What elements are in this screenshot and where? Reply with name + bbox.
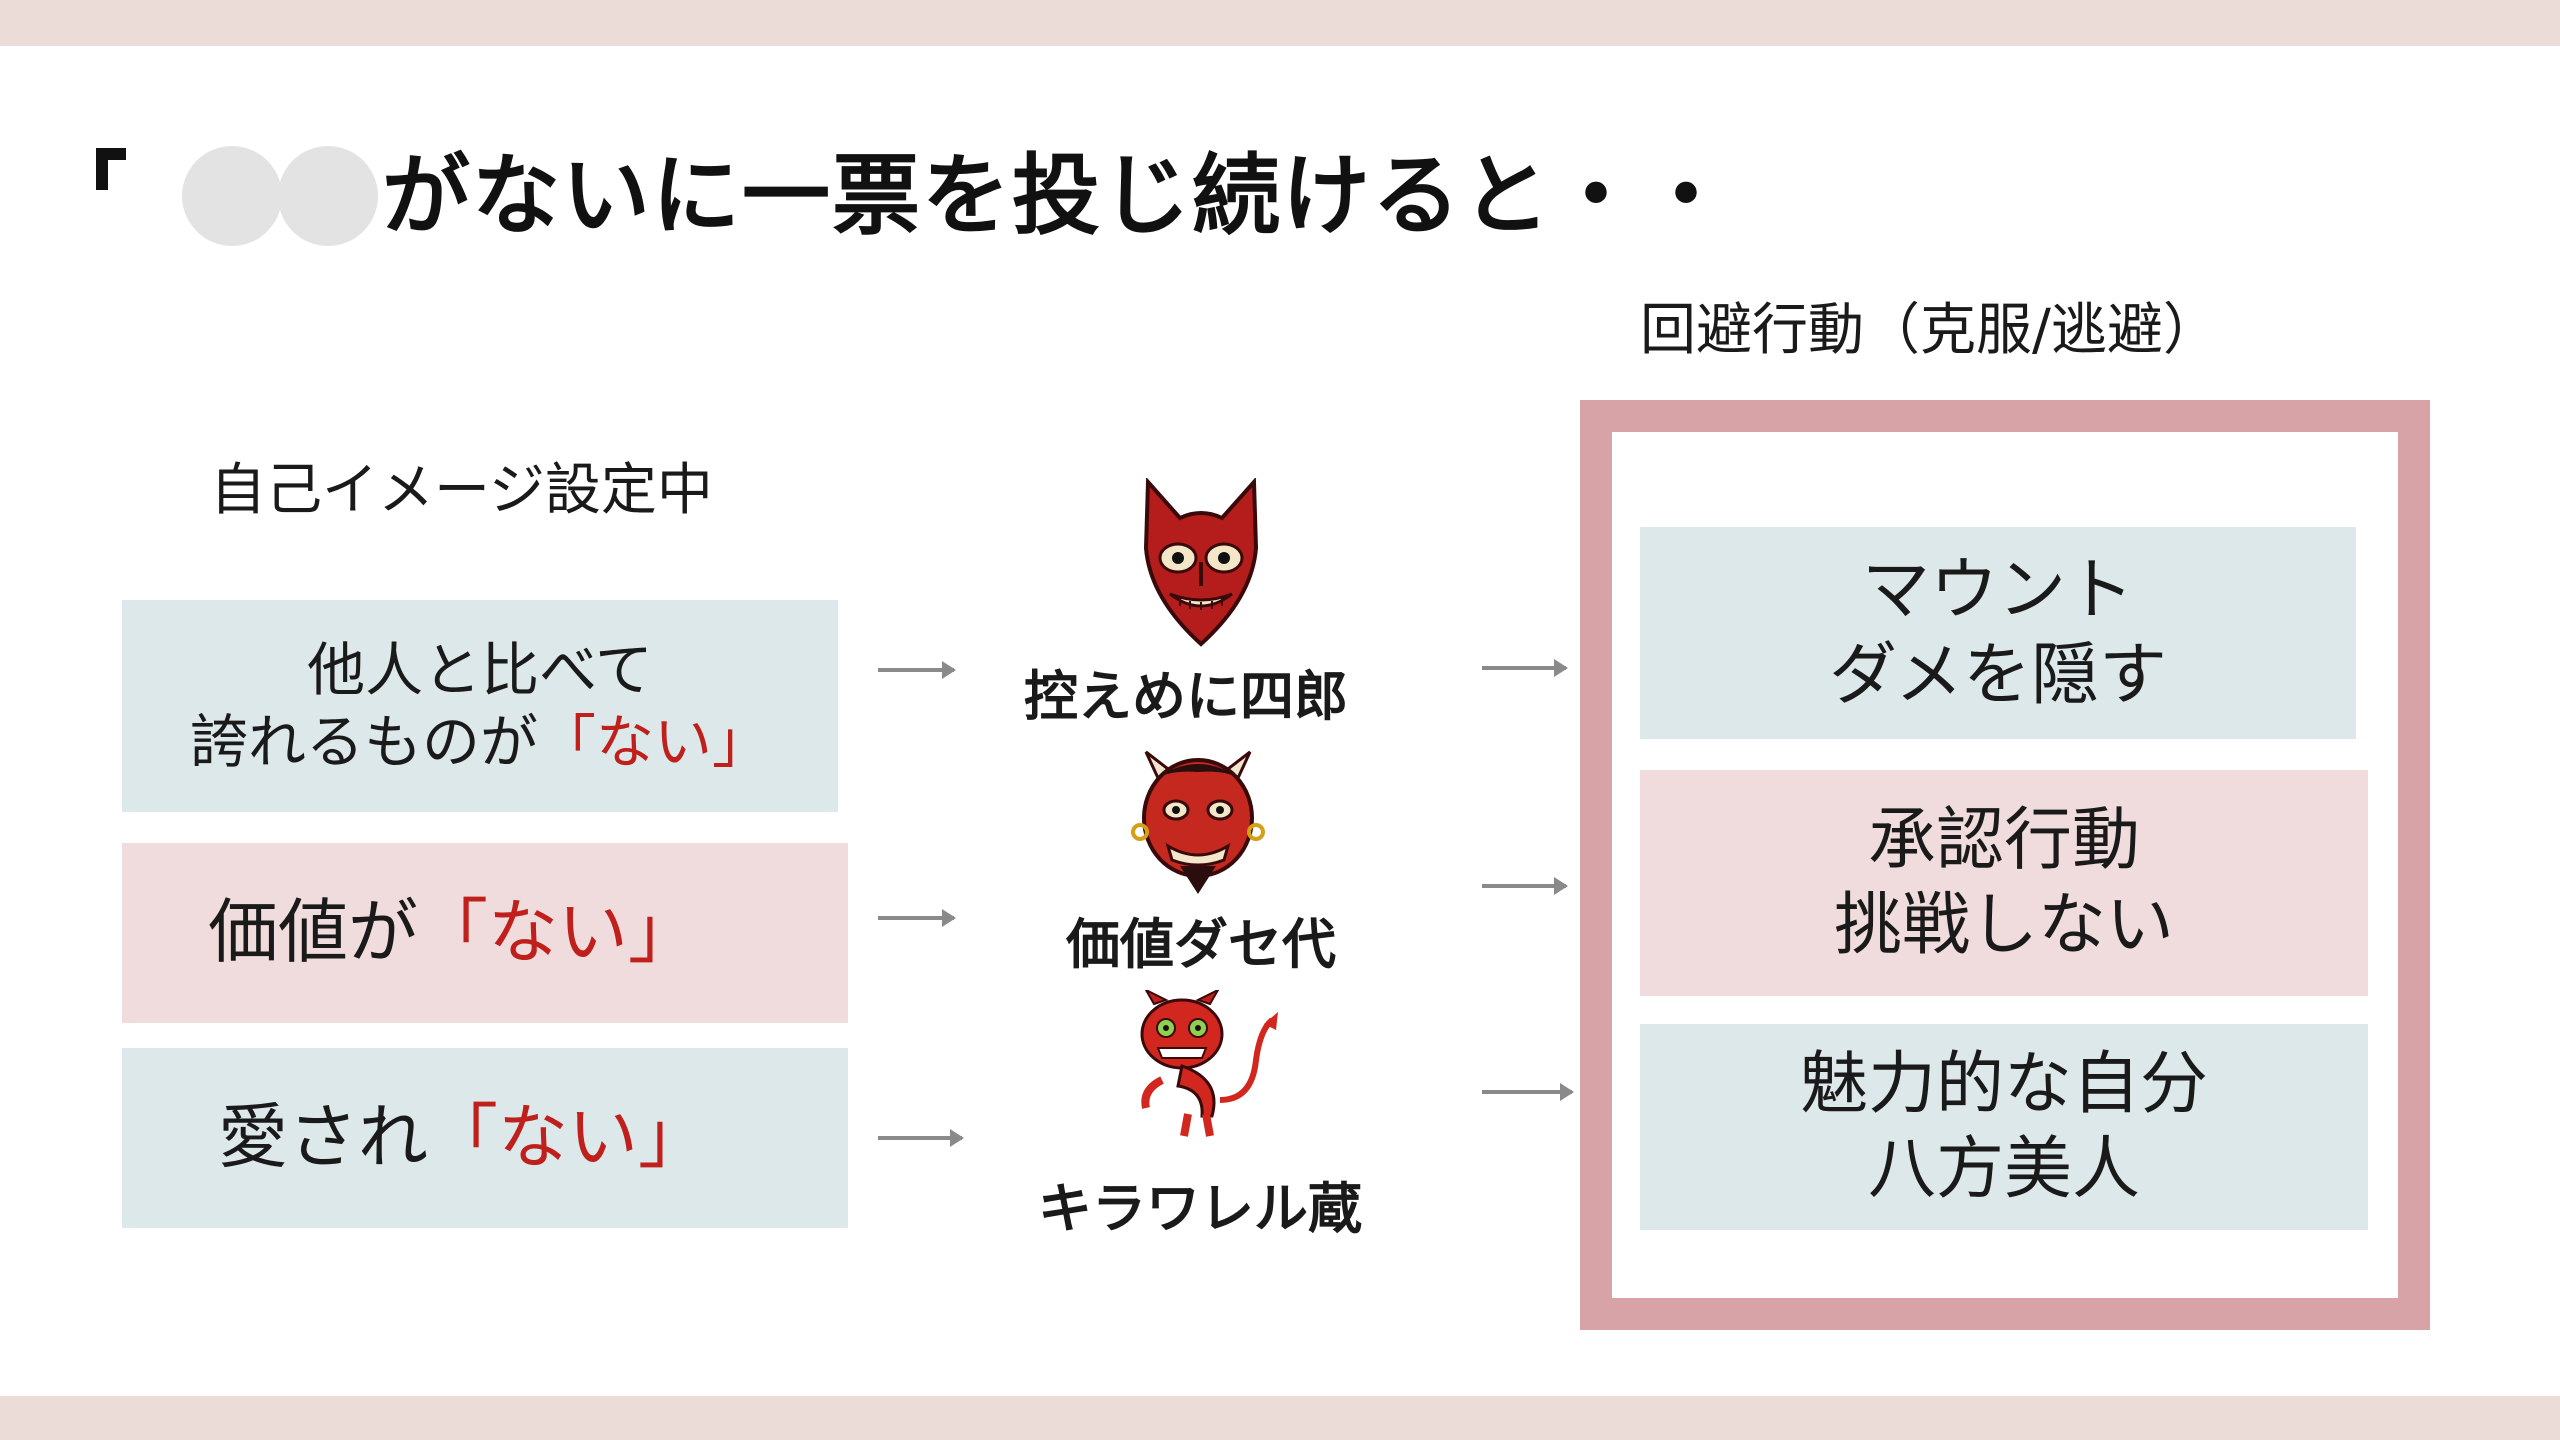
self-image-box-pride: 他人と比べて 誇れるものが「ない」 — [122, 600, 838, 812]
avoidance-label: 回避行動（克服/逃避） — [1640, 298, 2219, 363]
title-bracket — [96, 148, 126, 190]
avoidance-line: 八方美人 — [1867, 1130, 2140, 1209]
nai-highlight: 「ない」 — [428, 1096, 708, 1179]
self-image-line: 価値が「ない」 — [208, 889, 698, 977]
bottom-band — [0, 1396, 2560, 1440]
red-devil-icon — [1140, 990, 1278, 1137]
self-image-text: 誇れるものが — [189, 708, 538, 776]
nai-highlight: 「ない」 — [418, 891, 698, 974]
masked-word-dot — [278, 146, 378, 246]
arrow-right-icon — [878, 661, 956, 679]
avoidance-line: ダメを隠す — [1829, 636, 2167, 715]
avoidance-box-approval: 承認行動 挑戦しない — [1640, 770, 2368, 996]
top-band — [0, 0, 2560, 46]
arrow-right-icon — [878, 1129, 964, 1147]
self-image-line: 愛され「ない」 — [218, 1094, 708, 1182]
character-name: 控えめに四郎 — [1024, 665, 1348, 728]
arrow-right-icon — [1482, 1083, 1574, 1101]
arrow-right-icon — [878, 909, 956, 927]
avoidance-line: 承認行動 — [1867, 801, 2140, 880]
arrow-right-icon — [1482, 659, 1568, 677]
self-image-line: 誇れるものが「ない」 — [190, 706, 770, 779]
arrow-right-icon — [1482, 877, 1568, 895]
self-image-text: 愛され — [218, 1096, 428, 1179]
demon-face-icon — [1131, 750, 1265, 894]
self-image-text: 価値が — [208, 891, 418, 974]
self-image-box-love: 愛され「ない」 — [122, 1048, 848, 1228]
avoidance-line: 挑戦しない — [1833, 886, 2174, 965]
page-title: がないに一票を投じ続けると・・ — [382, 143, 1733, 247]
character-name: キラワレル蔵 — [1038, 1177, 1362, 1240]
avoidance-box-attractive: 魅力的な自分 八方美人 — [1640, 1024, 2368, 1230]
self-image-line: 他人と比べて — [307, 635, 653, 704]
avoidance-line: 魅力的な自分 — [1799, 1045, 2208, 1124]
nai-highlight: 「ない」 — [538, 708, 771, 776]
self-image-box-value: 価値が「ない」 — [122, 843, 848, 1023]
avoidance-line: マウント — [1861, 551, 2134, 630]
masked-word-dot — [182, 146, 282, 246]
character-name: 価値ダセ代 — [1066, 913, 1336, 976]
red-mask-icon — [1143, 478, 1259, 647]
self-image-label: 自己イメージ設定中 — [210, 458, 713, 523]
avoidance-box-mount: マウント ダメを隠す — [1640, 527, 2356, 739]
